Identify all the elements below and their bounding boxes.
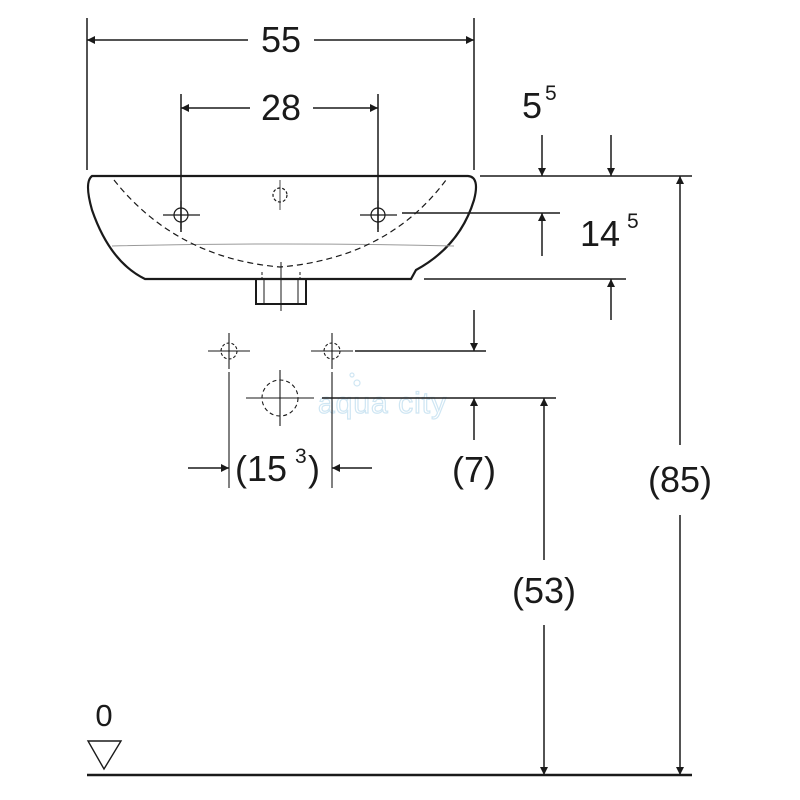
label-floor-level: 0 [95,698,112,733]
dim-rim-offset [480,135,692,177]
floor-level-triangle-icon [86,740,123,771]
watermark: aqua city [318,387,447,420]
label-tap-spacing: 28 [261,87,301,128]
label-supply-spacing-close: ) [308,448,320,489]
label-drain-height: (53) [512,570,576,611]
label-drain-offset: (7) [452,449,496,490]
basin-body [86,174,478,281]
dim-drain-offset [322,310,556,440]
drain-outlet [255,262,307,311]
label-basin-depth: 14 [580,213,620,254]
label-rim-offset-sup: 5 [545,82,557,105]
dim-overall-width [86,18,475,170]
label-rim-height: (85) [648,459,712,500]
label-supply-spacing-sup: 3 [295,445,307,468]
label-supply-spacing: (15 [235,448,287,489]
label-overall-width: 55 [261,19,301,60]
dim-basin-depth [402,212,626,320]
label-basin-depth-sup: 5 [627,210,639,233]
label-rim-offset: 5 [522,85,542,126]
drain-connection [246,370,314,426]
dim-tap-spacing [180,94,379,232]
